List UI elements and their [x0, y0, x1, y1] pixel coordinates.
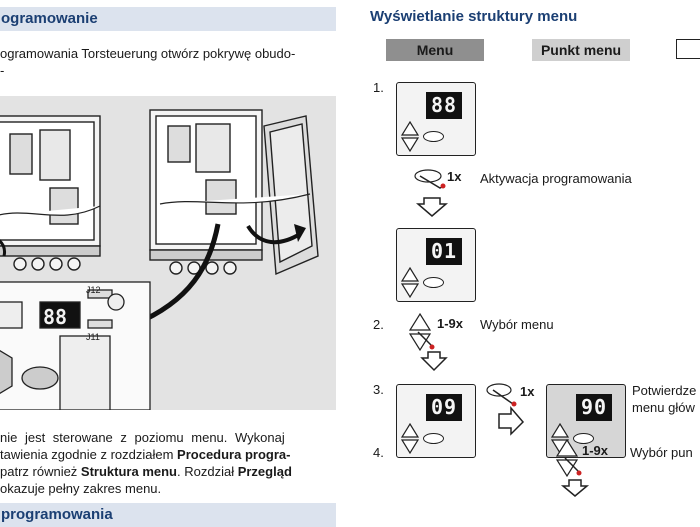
para-line3-c: . Rozdział: [177, 464, 238, 479]
press-hand-icon: [414, 169, 449, 217]
confirm-text: Potwierdze menu głów: [632, 382, 696, 416]
controller-unit-1: 88: [396, 82, 476, 156]
updown-arrows-icon: [401, 423, 419, 455]
unit-1-display: 88: [426, 92, 462, 119]
unit-3-display: 09: [426, 394, 462, 421]
para-line3-a: patrz również: [0, 464, 81, 479]
left-heading: ogramowanie: [1, 10, 98, 27]
jumper-label-j12: J12: [86, 285, 101, 295]
oval-button-icon: [573, 433, 594, 444]
oval-button-icon: [423, 131, 444, 142]
para-line2-a: tawienia zgodnie z rozdziałem: [0, 447, 178, 462]
choose-menu-text: Wybór menu: [480, 317, 554, 332]
left-heading2-bar: [0, 503, 336, 527]
col-header-third: [676, 39, 700, 59]
left-intro-line2: -: [0, 63, 5, 78]
oval-button-icon: [423, 277, 444, 288]
left-paragraph: nie jest sterowane z poziomu menu. Wykon…: [0, 429, 345, 497]
step-1-number: 1.: [373, 80, 384, 95]
para-line3-d: Przegląd: [237, 464, 292, 479]
controller-unit-3: 09: [396, 384, 476, 458]
choose-point-text: Wybór pun: [630, 445, 693, 460]
housing-illustration: J12 J11 88: [0, 96, 336, 410]
col-header-menu: Menu: [386, 39, 484, 61]
para-line1: nie jest sterowane z poziomu menu. Wykon…: [0, 430, 285, 445]
updown-press-icon: [555, 438, 590, 497]
confirm-line2: menu głów: [632, 400, 695, 415]
step-2-number: 2.: [373, 317, 384, 332]
count-1-9x-point: 1-9x: [582, 443, 609, 458]
para-line2: tawienia zgodnie z rozdziałem Procedura …: [0, 446, 345, 463]
jumper-label-j11: J11: [86, 332, 100, 342]
controller-unit-2: 01: [396, 228, 476, 302]
para-line2-b: Procedura progra-: [177, 447, 291, 462]
oval-button-icon: [423, 433, 444, 444]
count-1x-activation: 1x: [447, 169, 462, 184]
para-line3-b: Struktura menu: [80, 464, 177, 479]
unit-2-display: 01: [426, 238, 462, 265]
left-heading2: programowania: [1, 506, 113, 523]
updown-press-icon: [408, 312, 448, 372]
controller-unit-4: 90: [546, 384, 626, 458]
right-heading: Wyświetlanie struktury menu: [370, 8, 578, 25]
left-intro-line1: ogramowania Torsteuerung otwórz pokrywę …: [0, 46, 296, 61]
confirm-line1: Potwierdze: [632, 383, 697, 398]
left-heading-bar: [0, 7, 336, 31]
activation-text: Aktywacja programowania: [480, 171, 632, 186]
updown-arrows-icon: [401, 267, 419, 299]
press-right-icon: [486, 383, 525, 436]
para-line4: okazuje pełny zakres menu.: [0, 481, 162, 496]
updown-arrows-icon: [401, 121, 419, 153]
unit-4-display: 90: [576, 394, 612, 421]
col-header-point: Punkt menu: [532, 39, 630, 61]
para-line3: patrz również Struktura menu. Rozdział P…: [0, 463, 345, 480]
step-3-number: 3.: [373, 382, 384, 397]
step-4-number: 4.: [373, 445, 384, 460]
count-1x-confirm: 1x: [520, 384, 535, 399]
count-1-9x-menu: 1-9x: [437, 316, 464, 331]
housing-drawing: J12 J11 88: [0, 109, 319, 410]
board-display-digits: 88: [43, 305, 67, 329]
